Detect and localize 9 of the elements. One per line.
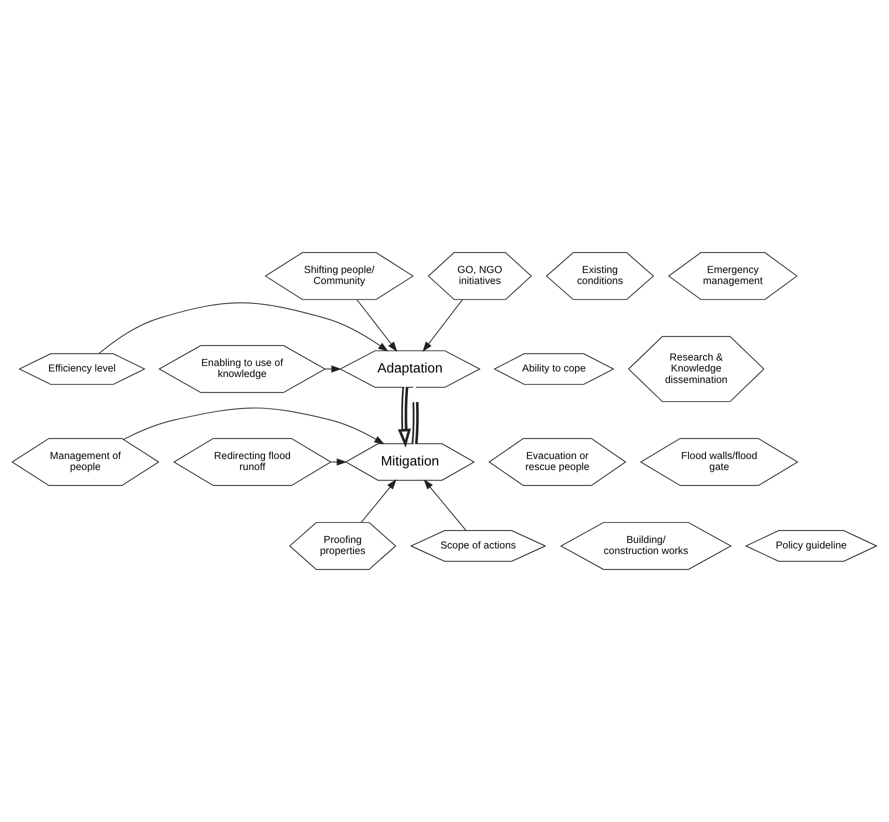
arrow [356,299,398,352]
arrow [422,299,463,352]
arrow [330,458,347,466]
arrow [98,302,388,354]
arrow [123,408,385,444]
arrow [324,365,342,373]
arrow [398,387,411,448]
arrow [360,479,397,523]
arrow [424,479,466,531]
